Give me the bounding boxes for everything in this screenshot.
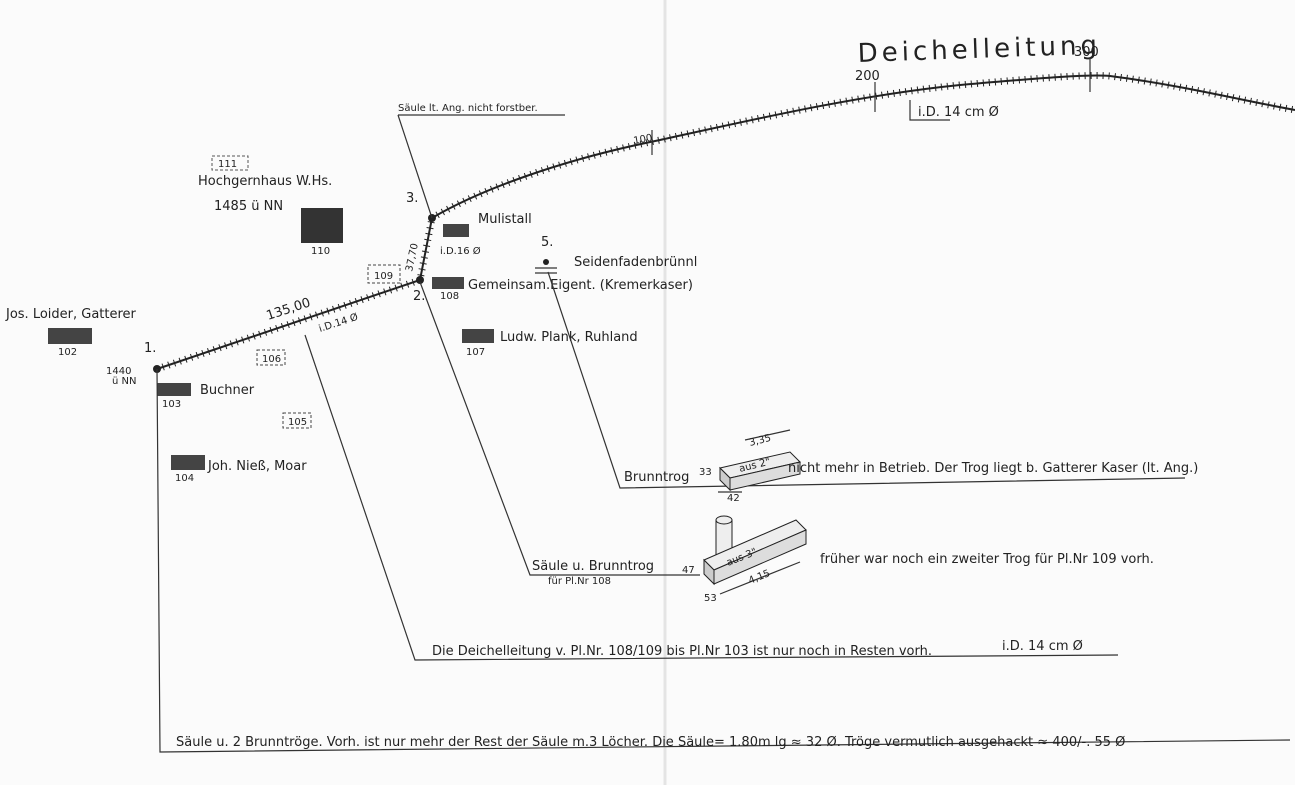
trough-2-width: 53 xyxy=(704,593,717,604)
point-5-label: 5. xyxy=(541,235,553,250)
point-3-label: 3. xyxy=(406,191,418,206)
spec-bracket xyxy=(909,100,950,121)
leader-brunntrog xyxy=(547,271,1186,489)
building-102 xyxy=(48,328,92,344)
building-105-dashed xyxy=(282,412,312,429)
spring-marker xyxy=(543,259,549,265)
building-104-num: 104 xyxy=(175,473,194,484)
trough-2-height: 47 xyxy=(682,565,695,576)
building-102-num: 102 xyxy=(58,347,77,358)
trough-1-length: 3,35 xyxy=(748,433,772,449)
building-110-num: 110 xyxy=(311,246,330,257)
building-107 xyxy=(462,329,494,343)
building-107-name: Ludw. Plank, Ruhland xyxy=(500,330,638,345)
leader-bottom xyxy=(156,368,1291,753)
building-108-name: Gemeinsam.Eigent. (Kremerkaser) xyxy=(468,278,693,293)
note-top-leader xyxy=(397,114,433,219)
point-2-marker xyxy=(416,276,424,284)
brunntrog-note: nicht mehr in Betrieb. Der Trog liegt b.… xyxy=(788,461,1198,476)
note-top: Säule lt. Ang. nicht forstber. xyxy=(398,103,538,114)
leader-deichel xyxy=(304,334,1119,661)
leader-saeule xyxy=(419,281,700,576)
km-mark-100: 100 xyxy=(633,133,654,147)
mulistall-name: Mulistall xyxy=(478,212,532,227)
branch-hatching xyxy=(155,217,436,373)
map-title: Deichelleitung xyxy=(857,31,1101,69)
mulistall-building xyxy=(443,224,469,237)
building-103-num: 103 xyxy=(162,399,181,410)
deichel-spec: i.D. 14 cm Ø xyxy=(1002,639,1083,654)
point-1-elevation-unit: ü NN xyxy=(112,376,136,387)
building-104-name: Joh. Nieß, Moar xyxy=(207,459,307,474)
point-1-elevation: 1440 xyxy=(106,366,131,377)
branch-pipeline xyxy=(156,217,433,370)
building-103 xyxy=(157,383,191,396)
trough-2-length: 4,15 xyxy=(747,568,772,587)
building-110 xyxy=(301,208,343,243)
hut-elevation: 1485 ü NN xyxy=(214,199,283,214)
trough-1-width: 42 xyxy=(727,493,740,504)
point-2-label: 2. xyxy=(413,289,425,304)
building-103-name: Buchner xyxy=(200,383,255,398)
spec-low: i.D.14 Ø xyxy=(317,311,359,335)
hut-name: Hochgernhaus W.Hs. xyxy=(198,174,332,189)
trough-1-sketch xyxy=(718,429,801,493)
building-105-num: 105 xyxy=(288,417,307,428)
building-109-num: 109 xyxy=(374,271,393,282)
saeule-label: Säule u. Brunntrog xyxy=(532,559,654,574)
pipeline-hatching xyxy=(430,71,1295,222)
point-1-label: 1. xyxy=(144,341,156,356)
building-108 xyxy=(432,277,464,289)
building-109-dashed xyxy=(367,264,401,284)
spec-main: i.D. 14 cm Ø xyxy=(918,105,999,120)
saeule-note: früher war noch ein zweiter Trog für Pl.… xyxy=(820,552,1154,567)
spring-name: Seidenfadenbrünnl xyxy=(574,255,697,270)
building-106-dashed xyxy=(256,349,286,366)
building-102-name: Jos. Loider, Gatterer xyxy=(5,307,137,322)
km-mark-200: 200 xyxy=(855,69,880,84)
building-111-num: 111 xyxy=(218,159,237,170)
trough-2-sketch xyxy=(703,515,807,595)
building-111-dashed xyxy=(211,155,249,171)
spec-mid: i.D.16 Ø xyxy=(440,245,481,257)
brunntrog-label: Brunntrog xyxy=(624,470,689,485)
building-106-num: 106 xyxy=(262,354,281,365)
deichel-note: Die Deichelleitung v. Pl.Nr. 108/109 bis… xyxy=(432,644,932,659)
building-107-num: 107 xyxy=(466,347,485,358)
segment-37: 37,70 xyxy=(404,242,421,272)
bottom-note: Säule u. 2 Brunntröge. Vorh. ist nur meh… xyxy=(176,735,1125,750)
trough-1-height: 33 xyxy=(699,467,712,478)
main-pipeline xyxy=(431,74,1295,219)
km-mark-300: 300 xyxy=(1074,45,1099,60)
saeule-sublabel: für Pl.Nr 108 xyxy=(548,576,611,587)
building-108-num: 108 xyxy=(440,291,459,302)
building-104 xyxy=(171,455,205,470)
